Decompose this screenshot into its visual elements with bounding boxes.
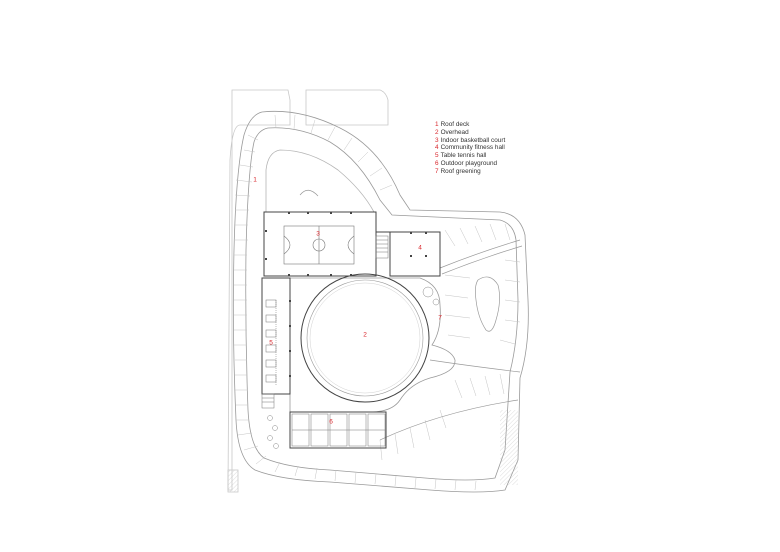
equipment-symbols (267, 286, 440, 449)
legend-label: Roof deck (440, 121, 470, 128)
site-outlines (227, 89, 389, 493)
zone-label-basketball: 3 (316, 230, 320, 238)
zone-label-playground: 6 (329, 418, 333, 426)
legend-label: Overhead (440, 128, 469, 136)
structure-columns (265, 212, 427, 377)
zone-label-roof-deck: 1 (253, 176, 257, 184)
zone-label-overhead: 2 (363, 331, 367, 339)
zone-label-fitness: 4 (418, 244, 422, 252)
basketball-court-markings (283, 225, 355, 265)
roof-deck-hatching (234, 114, 477, 491)
roof-greening-hatching (379, 223, 521, 461)
zone-label-table-tennis: 5 (269, 339, 273, 347)
outer-roof-shape (232, 110, 529, 493)
legend-number: 1 (435, 121, 439, 128)
table-tennis-tables (265, 299, 277, 385)
zone-label-roof-greening: 7 (438, 314, 442, 322)
legend-number: 3 (435, 136, 439, 144)
legend-label: Community fitness hall (440, 144, 505, 152)
legend-label: Roof greening (440, 167, 481, 175)
building-walls (261, 211, 441, 449)
legend-number: 7 (435, 167, 439, 175)
legend-number: 2 (435, 128, 439, 136)
legend-label: Outdoor playground (440, 159, 498, 167)
stair (375, 235, 389, 259)
stair-lower (261, 393, 275, 409)
legend-number: 5 (435, 152, 439, 160)
paths (299, 189, 523, 441)
playground-courts (291, 413, 386, 447)
legend-number: 4 (435, 144, 439, 152)
terrace-boundary (289, 277, 456, 413)
hatched-edge (500, 410, 518, 485)
legend-number: 6 (435, 159, 439, 167)
overhead-circle (300, 273, 430, 403)
legend-label: Indoor basketball court (440, 136, 506, 144)
legend-label: Table tennis hall (440, 152, 487, 160)
